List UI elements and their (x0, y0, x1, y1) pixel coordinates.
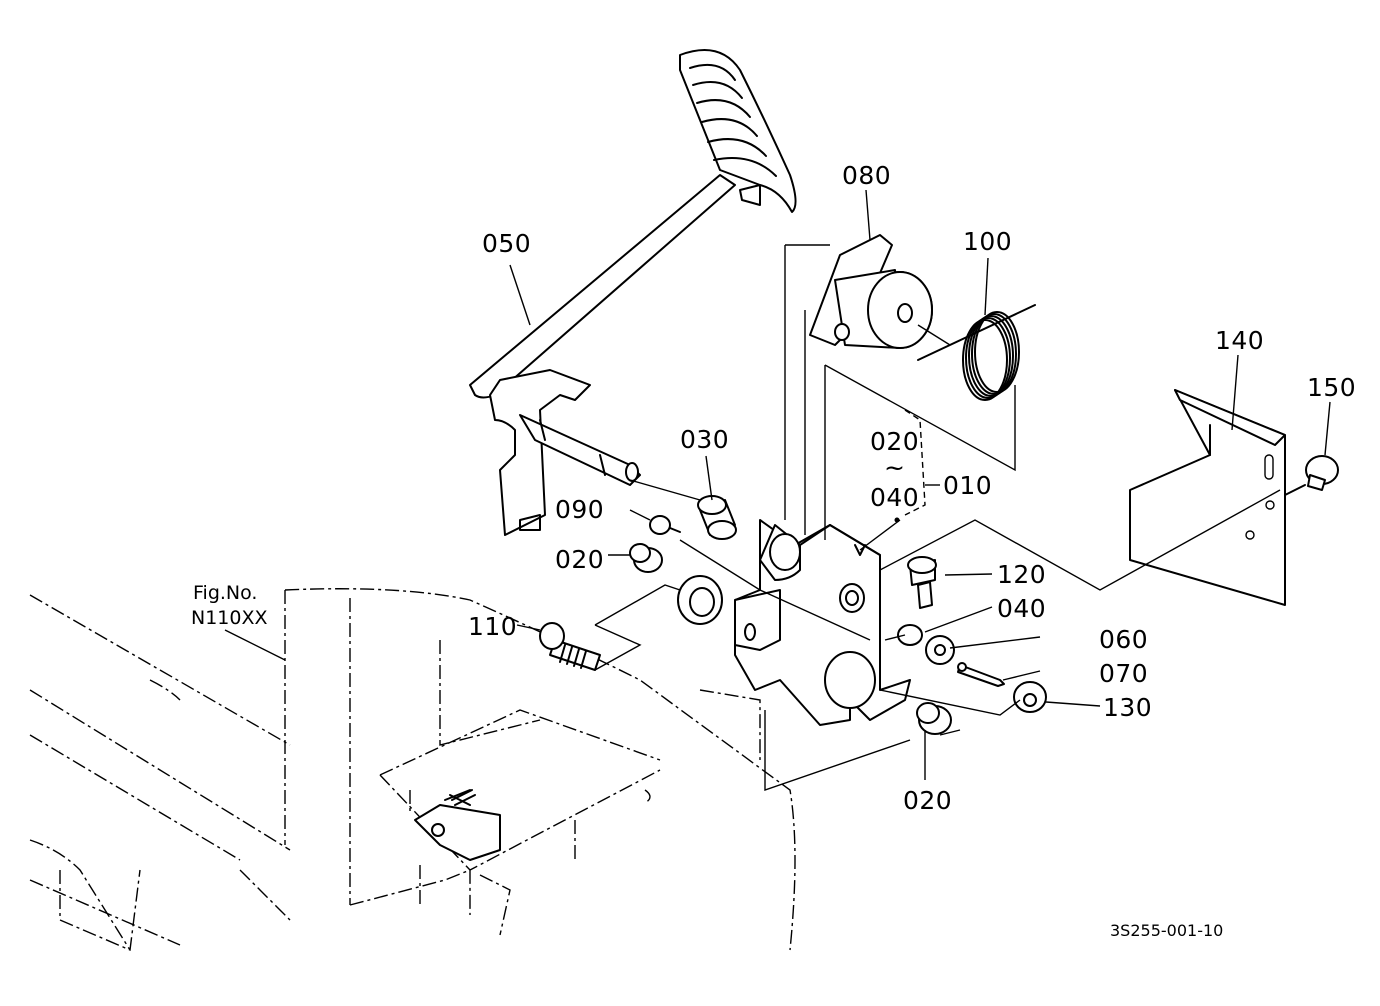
fig-ref-number: N110XX (191, 607, 268, 629)
callout-020-range-top: 020 (870, 427, 920, 456)
leader-lines (224, 189, 1331, 791)
drawing-reference-code: 3S255-001-10 (1110, 921, 1224, 940)
bolt-110 (539, 622, 601, 671)
callout-140: 140 (1215, 326, 1265, 355)
callout-090: 090 (555, 495, 605, 524)
bushing-040 (897, 624, 923, 646)
washer-060 (925, 635, 955, 665)
bolt-090 (649, 515, 681, 535)
callout-range-tilde: ~ (884, 453, 906, 482)
plate-140 (1129, 389, 1286, 606)
bracket-010 (734, 519, 911, 726)
bushing-flange (677, 575, 723, 625)
callout-110: 110 (468, 612, 518, 641)
bushing-030 (697, 495, 737, 540)
callout-100: 100 (963, 227, 1013, 256)
bushing-020-upper (629, 543, 663, 573)
callout-020-upper: 020 (555, 545, 605, 574)
callout-130: 130 (1103, 693, 1153, 722)
bolt-120 (907, 556, 937, 609)
callout-060: 060 (1099, 625, 1149, 654)
callout-080: 080 (842, 161, 892, 190)
pedal-050 (469, 49, 797, 536)
callout-020-lower: 020 (903, 786, 953, 815)
callout-040-range-bottom: 040 (870, 483, 920, 512)
callout-050: 050 (482, 229, 532, 258)
frame-bracket (414, 789, 501, 861)
callout-040: 040 (997, 594, 1047, 623)
spring-100 (917, 304, 1036, 401)
callout-070: 070 (1099, 659, 1149, 688)
fig-ref-label: Fig.No. (193, 582, 258, 604)
bushing-020-lower (916, 702, 952, 735)
nut-130 (1013, 681, 1047, 713)
callout-030: 030 (680, 425, 730, 454)
callout-120: 120 (997, 560, 1047, 589)
cam-080 (809, 234, 933, 349)
bolt-150 (1284, 455, 1339, 496)
frame-outline (29, 588, 796, 952)
callout-010: 010 (943, 471, 993, 500)
callout-150: 150 (1307, 373, 1357, 402)
pin-070 (957, 662, 1005, 687)
